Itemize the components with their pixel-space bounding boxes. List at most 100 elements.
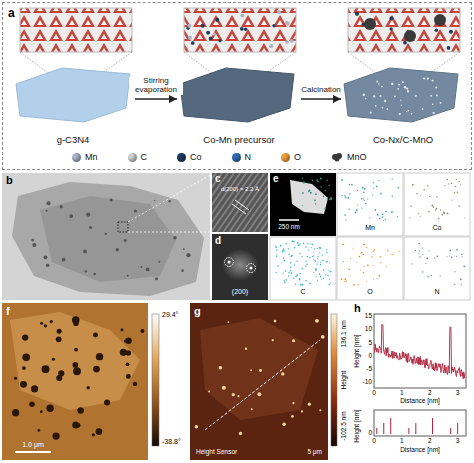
dot	[447, 256, 448, 257]
dot	[290, 255, 292, 257]
tick-label: 2	[428, 438, 432, 445]
channel-name: Height Sensor	[196, 449, 237, 456]
dot	[73, 320, 79, 326]
dot	[296, 274, 298, 276]
dot	[458, 206, 460, 208]
dot	[308, 403, 311, 406]
panel-letter: f	[6, 306, 10, 317]
legend-item: Mn	[72, 152, 98, 162]
dot	[355, 78, 356, 79]
dot	[377, 278, 378, 279]
dot	[406, 111, 407, 112]
panel-letter: h	[354, 303, 361, 314]
legend-text: O	[294, 152, 301, 162]
dot	[292, 255, 293, 256]
profile-bar	[450, 428, 451, 434]
panel-letter: d	[215, 236, 221, 246]
dot	[302, 268, 303, 269]
dot	[419, 250, 420, 251]
dot	[93, 366, 100, 373]
dot	[321, 279, 322, 280]
dot	[375, 209, 377, 211]
dot	[341, 278, 343, 280]
dot	[447, 213, 449, 215]
haadf-image	[270, 173, 336, 236]
dot	[282, 251, 283, 252]
dot	[427, 276, 429, 278]
dot	[302, 205, 303, 206]
dot	[411, 113, 413, 115]
dot	[308, 249, 309, 250]
dot	[455, 186, 456, 187]
dot	[454, 284, 455, 285]
dot	[298, 244, 300, 246]
eds-maps	[270, 173, 470, 300]
profile-bar	[408, 428, 409, 434]
figure-detail	[232, 204, 246, 214]
dot	[386, 266, 387, 267]
dot	[449, 250, 451, 252]
dot	[209, 37, 213, 41]
dot	[292, 240, 294, 242]
dot	[313, 251, 314, 252]
dot	[451, 183, 452, 184]
panel-letter: a	[3, 4, 15, 20]
panel-frame: g-C3N4Co-Mn precursorCo-Nx/C-MnOa	[2, 2, 472, 170]
dot	[308, 191, 310, 193]
dot	[408, 110, 409, 111]
dot	[422, 248, 423, 249]
color-bar	[331, 314, 337, 446]
dot	[302, 284, 304, 286]
dot	[420, 195, 421, 196]
dot	[329, 262, 330, 263]
dot	[397, 216, 398, 217]
stage-label: g-C3N4	[57, 134, 90, 145]
dot	[459, 181, 460, 182]
dot	[126, 363, 130, 367]
dot	[245, 348, 247, 350]
dot	[409, 217, 410, 218]
dot	[291, 415, 294, 418]
profile-bar	[457, 423, 458, 434]
panel-letter: c	[215, 174, 221, 184]
dot	[206, 31, 210, 35]
zoom-lines	[128, 174, 212, 232]
dot	[436, 208, 438, 210]
dot	[379, 218, 381, 220]
dot	[398, 250, 399, 251]
dot	[219, 366, 223, 370]
dot	[297, 242, 299, 244]
dot	[371, 256, 372, 257]
fft-circles	[225, 258, 256, 273]
dot	[462, 256, 463, 257]
dot	[380, 262, 381, 263]
dot	[73, 367, 81, 375]
legend-text: Mn	[85, 152, 98, 162]
dot	[281, 372, 284, 375]
figure-detail	[337, 173, 403, 236]
mno-cluster	[434, 14, 446, 26]
colorbar-max: 136.1 nm	[341, 320, 348, 347]
dot	[320, 177, 322, 179]
dot	[388, 250, 389, 251]
dot	[317, 248, 318, 249]
legend-item: MnO	[331, 152, 367, 162]
colorbar-title: Height	[341, 371, 348, 390]
dot	[363, 266, 364, 267]
tick-label: 0	[368, 430, 372, 437]
dot	[303, 181, 305, 183]
dot	[275, 247, 277, 249]
dot	[310, 192, 312, 194]
dot	[315, 193, 317, 195]
dot	[52, 432, 59, 439]
dot	[447, 46, 451, 50]
dot	[373, 95, 375, 97]
dot	[361, 252, 363, 254]
dot	[62, 258, 66, 262]
dot	[288, 254, 289, 255]
legend-item: C	[128, 152, 148, 162]
afm-holes	[12, 316, 144, 439]
dot	[312, 179, 313, 180]
dot	[320, 186, 321, 187]
panel-letter: e	[273, 174, 279, 184]
